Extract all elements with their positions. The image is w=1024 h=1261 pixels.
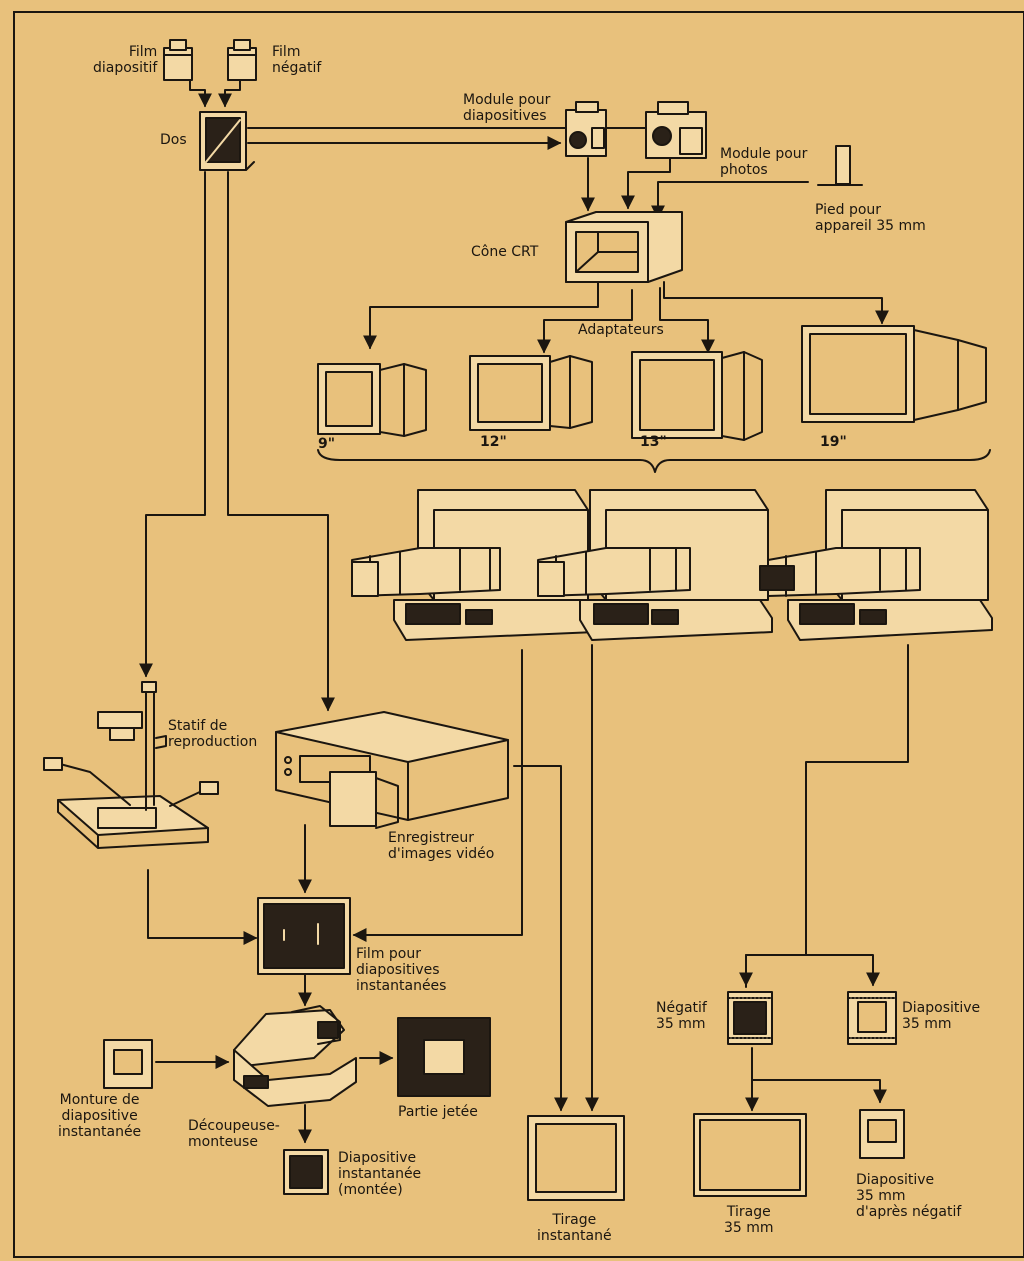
label-camera-stand: Pied pour appareil 35 mm [815, 202, 926, 234]
label-negative-35mm: Négatif 35 mm [656, 1000, 707, 1032]
label-crt-cone: Cône CRT [471, 244, 539, 260]
film-pack-slide-icon [163, 39, 193, 81]
print-35mm-icon [693, 1113, 807, 1197]
video-recorder-icon [275, 711, 509, 829]
slide-mount-icon [103, 1039, 153, 1089]
negative-35mm-icon [727, 991, 773, 1045]
workstation-3-icon [759, 489, 993, 641]
adapter-13in-icon [631, 351, 763, 441]
mounted-slide-icon [283, 1149, 329, 1195]
film-pack-negative-icon [227, 39, 257, 81]
copy-stand-icon [43, 681, 219, 849]
label-mounted-slide: Diapositive instantanée (montée) [338, 1150, 422, 1198]
label-slide-35mm: Diapositive 35 mm [902, 1000, 981, 1032]
label-size-9: 9" [318, 436, 336, 452]
label-adapters: Adaptateurs [578, 322, 664, 338]
label-module-photos: Module pour photos [720, 146, 808, 178]
label-size-13: 13" [640, 434, 667, 450]
instant-print-icon [527, 1115, 625, 1201]
camera-stand-icon [817, 145, 863, 186]
crt-cone-icon [565, 211, 683, 283]
slide-module-icon [565, 101, 607, 157]
camera-back-icon [199, 111, 255, 171]
adapter-brace [317, 449, 991, 473]
label-instant-film: Film pour diapositives instantanées [356, 946, 447, 994]
connector-lines [139, 79, 909, 1144]
workstation-2-icon [537, 489, 773, 641]
label-back: Dos [160, 132, 187, 148]
label-film-slide: Film diapositif [93, 44, 158, 76]
label-slide-mount: Monture de diapositive instantanée [58, 1092, 142, 1140]
discarded-part-icon [397, 1017, 491, 1097]
adapter-19in-icon [801, 325, 987, 423]
cutter-mounter-icon [233, 1005, 357, 1107]
instant-film-icon [257, 897, 351, 975]
frame-border [13, 11, 1024, 1258]
label-cutter-mounter: Découpeuse- monteuse [188, 1118, 280, 1150]
slide-35mm-icon [847, 991, 897, 1045]
label-instant-print: Tirage instantané [537, 1212, 612, 1244]
label-discarded-part: Partie jetée [398, 1104, 478, 1120]
label-size-19: 19" [820, 434, 847, 450]
slide-from-negative-icon [859, 1109, 905, 1159]
label-slide-from-negative: Diapositive 35 mm d'après négatif [856, 1172, 962, 1220]
label-size-12: 12" [480, 434, 507, 450]
label-video-recorder: Enregistreur d'images vidéo [388, 830, 495, 862]
label-module-slides: Module pour diapositives [463, 92, 551, 124]
label-copy-stand: Statif de reproduction [168, 718, 258, 750]
adapter-12in-icon [469, 355, 593, 431]
photo-module-icon [645, 101, 707, 159]
label-print-35mm: Tirage 35 mm [724, 1204, 774, 1236]
adapter-9in-icon [317, 363, 427, 437]
label-film-negative: Film négatif [272, 44, 322, 76]
